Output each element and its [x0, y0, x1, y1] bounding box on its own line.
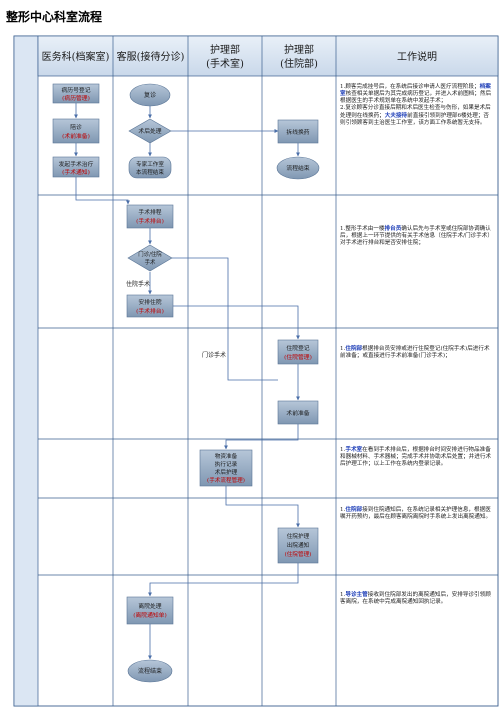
- svg-text:专家工作室: 专家工作室: [136, 160, 164, 168]
- svg-text:离院处理: 离院处理: [138, 602, 161, 610]
- header-col4-l1: 护理部: [284, 43, 314, 56]
- svg-text:安排住院: 安排住院: [138, 298, 161, 306]
- svg-text:(手术通知): (手术通知): [62, 168, 90, 176]
- svg-text:(离院通知单): (离院通知单): [133, 611, 167, 619]
- svg-text:(手术流程管理): (手术流程管理): [207, 476, 245, 484]
- svg-text:术前准备: 术前准备: [286, 409, 309, 417]
- svg-text:手术: 手术: [145, 258, 156, 266]
- node-anpai-zhuyuan[interactable]: 安排住院 (手术排台): [126, 294, 174, 318]
- note-5: 1.住院部接到住院通知后，在系统记录相关护理信息，根据医嘱开药预约，最后在顾客离…: [340, 507, 492, 521]
- node-wuzi[interactable]: 物资准备 执行记录 术后护理 (手术流程管理): [199, 449, 253, 487]
- svg-text:拆线换药: 拆线换药: [286, 128, 309, 136]
- svg-text:病历号登记: 病历号登记: [62, 86, 91, 94]
- node-liucheng-end2[interactable]: 流程结束: [127, 659, 173, 683]
- svg-text:术后护理: 术后护理: [215, 468, 238, 476]
- svg-text:术后处理: 术后处理: [138, 127, 161, 135]
- node-shuhou[interactable]: 术后处理: [128, 118, 172, 144]
- svg-text:陪诊: 陪诊: [70, 123, 82, 131]
- page-title: 整形中心科室流程: [6, 10, 103, 24]
- svg-text:(术前准备): (术前准备): [62, 132, 90, 140]
- node-fubin[interactable]: 陪诊 (术前准备): [52, 118, 100, 144]
- svg-text:物资准备: 物资准备: [215, 452, 238, 460]
- node-huanxian[interactable]: 拆线换药: [277, 119, 319, 144]
- node-bingli[interactable]: 病历号登记 (病历管理): [52, 83, 100, 104]
- svg-text:发起手术治疗: 发起手术治疗: [59, 160, 94, 168]
- node-chuyuan[interactable]: 离院处理 (离院通知单): [126, 596, 174, 625]
- header-col1: 医务科(档案室): [42, 50, 110, 63]
- svg-text:(住院管理): (住院管理): [285, 550, 312, 558]
- svg-text:复诊: 复诊: [144, 91, 156, 99]
- svg-text:出院通知: 出院通知: [287, 541, 310, 549]
- node-zhuanjia[interactable]: 专家工作室 本流程结束: [128, 156, 172, 179]
- note-1: 1.顾客完成挂号后，在系统后接诊申请人医疗流程阶段；档案室核查相关单据后为其完成…: [340, 84, 492, 126]
- note-4: 1.手术室在看到手术排台后，根据排台时间安排进行物品准备和器械材料、手术器械；完…: [340, 447, 492, 468]
- svg-text:住院登记: 住院登记: [286, 344, 309, 352]
- svg-text:执行记录: 执行记录: [215, 460, 238, 468]
- svg-text:流程结束: 流程结束: [286, 164, 309, 172]
- svg-text:本流程结束: 本流程结束: [136, 168, 164, 176]
- label-zhuyuan-shoushu: 住院手术: [126, 280, 150, 288]
- svg-text:住院护理: 住院护理: [287, 532, 310, 540]
- svg-text:(手术排台): (手术排台): [136, 217, 164, 225]
- svg-text:(住院管理): (住院管理): [284, 353, 312, 361]
- svg-text:手术排程: 手术排程: [138, 208, 161, 216]
- header-col2: 客服(接待分诊): [117, 50, 185, 63]
- svg-text:(手术排台): (手术排台): [136, 307, 164, 315]
- note-6: 1.导诊主管接收到住院部发出的离院通知后，安排导诊引领顾客离院，在系统中完成离院…: [340, 592, 491, 606]
- header-col3-l1: 护理部: [210, 43, 240, 56]
- svg-text:(病历管理): (病历管理): [62, 94, 90, 102]
- node-zhuyuan-huli[interactable]: 住院护理 出院通知 (住院管理): [277, 527, 319, 564]
- node-fuzhen[interactable]: 复诊: [129, 83, 171, 107]
- left-band: [13, 35, 39, 707]
- svg-text:流程结束: 流程结束: [138, 667, 162, 675]
- node-shoushu-paicheng[interactable]: 手术排程 (手术排台): [126, 204, 174, 229]
- node-shuqian[interactable]: 术前准备: [277, 400, 319, 425]
- header-row: [37, 35, 499, 77]
- header-col5: 工作说明: [397, 50, 437, 63]
- node-menzhen-zhuyuan[interactable]: 门诊/住院 手术: [127, 244, 173, 272]
- header-col3-l2: (手术室): [206, 57, 244, 70]
- note-2: 1.整形手术由一楼排台员确认后先与手术室或住院部协调确认后，根据上一环节提供的有…: [340, 226, 491, 247]
- svg-text:门诊/住院: 门诊/住院: [138, 250, 162, 258]
- header-col4-l2: (住院部): [280, 57, 318, 70]
- node-liucheng-end1[interactable]: 流程结束: [276, 156, 320, 180]
- node-zhuyuan-dengji[interactable]: 住院登记 (住院管理): [277, 339, 319, 365]
- label-menzhen-shoushu: 门诊手术: [202, 351, 226, 359]
- note-3: 1.住院部根据排台员安排或进行住院登记(住院手术)后进行术前准备；或直接进行手术…: [340, 346, 490, 360]
- node-faqi[interactable]: 发起手术治疗 (手术通知): [52, 156, 100, 178]
